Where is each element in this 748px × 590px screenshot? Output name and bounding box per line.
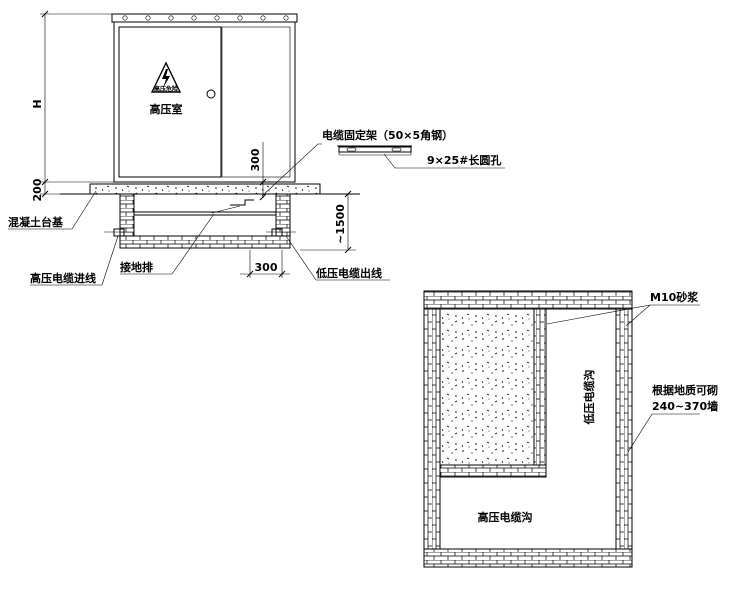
cable-entry-markers (104, 228, 296, 237)
trench-depth-dimension: ~1500 (300, 190, 356, 254)
bracket-dim-label: 300 (249, 148, 262, 171)
plan-left-wall (423, 308, 441, 550)
warning-sign-text: 高压危险 (154, 85, 179, 93)
bracket-detail (337, 145, 412, 156)
plan-top-wall (423, 290, 633, 310)
ground-bar-label: 接地排 (120, 260, 153, 274)
height-dimension: H 200 (31, 10, 120, 201)
wall-note-line-1: 根据地质可砌 (652, 383, 718, 397)
bracket-hole-label: 9×25#长圆孔 (427, 153, 501, 167)
warning-sign: 高压危险 (150, 61, 182, 93)
concrete-infill (439, 308, 547, 478)
wall-note-line-2: 240~370墙 (652, 399, 718, 413)
plan-right-wall (615, 308, 633, 550)
elevation-view: H 200 高压危险 (8, 10, 505, 286)
lv-cable-out-label: 低压电缆出线 (315, 266, 382, 280)
inner-wall-vertical (533, 308, 547, 478)
height-dim-label: H (31, 99, 44, 108)
hv-trench-label: 高压电缆沟 (478, 510, 533, 524)
mortar-label: M10砂浆 (650, 290, 699, 304)
cable-bracket-label: 电缆固定架（50×5角钢） (322, 128, 453, 142)
trench-bottom (119, 235, 291, 249)
trench-depth-label: ~1500 (334, 204, 347, 244)
cabinet-top-holes (122, 15, 289, 21)
width-dimension: 300 (240, 250, 290, 278)
cabinet-door (118, 26, 222, 178)
left-wall (119, 193, 135, 237)
elevation-labels: 电缆固定架（50×5角钢） 9×25#长圆孔 混凝土台基 高压电缆进线 接地排 … (8, 128, 505, 286)
cabinet: 高压危险 高压室 (111, 13, 298, 183)
hv-cable-in-label: 高压电缆进线 (30, 271, 96, 285)
plan-view: 低压电缆沟 高压电缆沟 M10砂浆 根据地质可砌 240~370墙 (423, 290, 718, 568)
concrete-base-slab (60, 183, 360, 195)
inner-wall-horizontal (439, 464, 547, 478)
bracket-dimension: 300 (249, 142, 267, 201)
base-height-dim-label: 200 (31, 178, 44, 201)
right-wall (275, 193, 291, 237)
ground-bar (134, 199, 276, 216)
door-handle (206, 89, 216, 99)
plan-bottom-wall (423, 548, 633, 568)
lv-trench-label: 低压电缆沟 (582, 370, 596, 426)
concrete-base-label: 混凝土台基 (8, 215, 64, 229)
width-dim-label: 300 (255, 261, 278, 274)
cabinet-room-label: 高压室 (150, 102, 183, 116)
